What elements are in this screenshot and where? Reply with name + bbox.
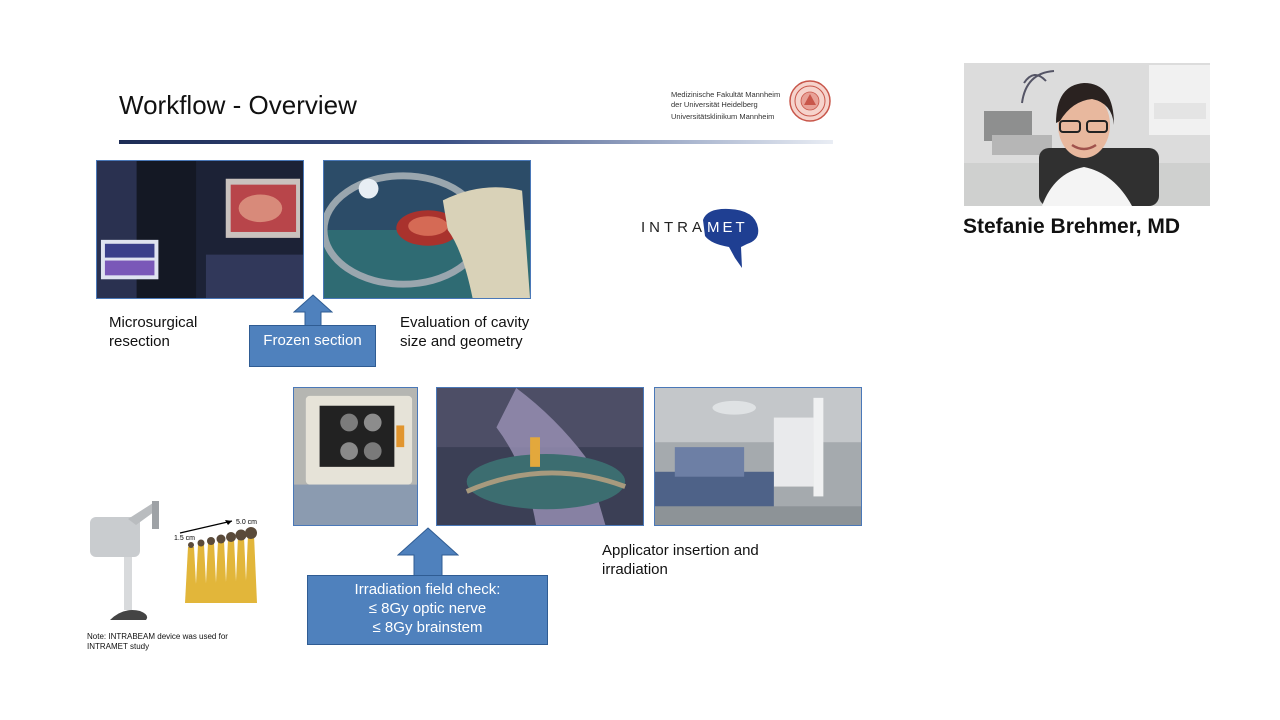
photo-operating-room: [654, 387, 862, 526]
device-label-large: 5.0 cm: [236, 519, 257, 526]
device-label-small: 1.5 cm: [174, 535, 195, 542]
intrabeam-device-illustration: 1.5 cm 5.0 cm: [90, 501, 257, 620]
photo-planning-monitor: [293, 387, 418, 526]
caption-line: irradiation: [602, 561, 668, 578]
photo-microsurgical-resection: [96, 160, 304, 299]
institution-line-2: der Universität Heidelberg: [671, 99, 758, 109]
caption-line: Applicator insertion and: [602, 542, 759, 559]
institution-line-1: Medizinische Fakultät Mannheim: [671, 90, 781, 99]
logo-text-right: MET: [707, 219, 748, 236]
device-note: Note: INTRABEAM device was used for INTR…: [87, 632, 228, 652]
frozen-section-box: Frozen section: [249, 325, 376, 367]
arrow-up-icon: [293, 294, 333, 328]
irradiation-check-line: Irradiation field check:: [354, 581, 501, 598]
note-line: Note: INTRABEAM device was used for: [87, 632, 228, 641]
slide-title: Workflow - Overview: [119, 90, 357, 120]
caption-line: resection: [109, 333, 170, 350]
caption-applicator-irradiation: Applicator insertion and irradiation: [602, 541, 759, 579]
arrow-up-icon: [397, 527, 459, 577]
note-line: INTRAMET study: [87, 642, 150, 651]
photo-cavity-evaluation: [323, 160, 531, 299]
caption-microsurgical-resection: Microsurgical resection: [109, 313, 197, 351]
caption-line: Evaluation of cavity: [400, 314, 530, 331]
irradiation-check-line: ≤ 8Gy brainstem: [372, 619, 483, 636]
frozen-section-label: Frozen section: [263, 332, 362, 349]
caption-cavity-evaluation: Evaluation of cavity size and geometry: [400, 313, 529, 351]
institution-text: Medizinische Fakultät Mannheim der Unive…: [671, 90, 780, 122]
irradiation-check-box: Irradiation field check: ≤ 8Gy optic ner…: [307, 575, 548, 645]
intramet-logo: INTRA MET: [641, 208, 759, 268]
university-seal-icon: [789, 80, 831, 122]
caption-line: Microsurgical: [109, 314, 198, 331]
photo-applicator-insertion: [436, 387, 644, 526]
speaker-name: Stefanie Brehmer, MD: [963, 215, 1181, 238]
logo-text-left: INTRA: [641, 219, 706, 236]
caption-line: size and geometry: [400, 333, 523, 350]
speaker-video: [964, 63, 1210, 206]
title-divider: [119, 140, 833, 144]
irradiation-check-line: ≤ 8Gy optic nerve: [368, 600, 487, 617]
institution-line-3: Universitätsklinikum Mannheim: [671, 112, 775, 121]
